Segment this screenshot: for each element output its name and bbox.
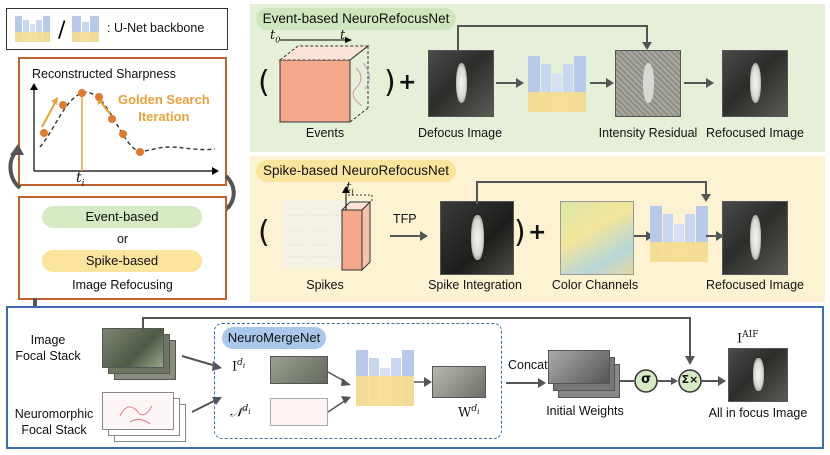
label-spikes: Spikes <box>306 278 344 292</box>
legend-label: : U-Net backbone <box>107 21 205 35</box>
merge-input-image <box>270 356 328 384</box>
all-in-focus-image <box>728 348 788 402</box>
concat-label: Concat <box>508 358 548 372</box>
unet-legend-icon: / <box>15 16 99 43</box>
event-close-paren: ) <box>384 65 396 100</box>
merge-skip-arrow <box>142 317 695 365</box>
refocusing-caption: Image Refocusing <box>72 278 173 292</box>
refocusing-box: Event-based or Spike-based Image Refocus… <box>18 196 227 300</box>
sigma-sum-flow <box>620 369 726 393</box>
event-open-paren: ( <box>258 65 270 100</box>
legend-box: / : U-Net backbone <box>6 8 228 50</box>
unet-event <box>528 56 586 112</box>
spike-close-paren: ) <box>514 215 526 250</box>
arrow-1 <box>496 78 524 88</box>
weight-map-image <box>432 366 486 398</box>
initial-weights-label: Initial Weights <box>546 404 624 418</box>
label-intensity-residual: Intensity Residual <box>598 126 698 140</box>
iaif-label: IAIF <box>737 330 759 347</box>
event-panel-title: Event-based NeuroRefocusNet <box>256 8 456 30</box>
unet-spike <box>650 206 708 262</box>
tfp-arrow <box>390 231 428 241</box>
neuromorphic-focal-stack <box>102 392 192 444</box>
label-defocus-image: Defocus Image <box>417 126 503 140</box>
spike-based-pill: Spike-based <box>42 250 202 272</box>
label-refocused-image-spike: Refocused Image <box>706 278 804 292</box>
label-events: Events <box>305 126 345 140</box>
color-channels-image <box>560 201 634 275</box>
sigma-symbol: σ <box>640 372 652 387</box>
refocused-image-spike <box>722 201 788 275</box>
weighted-sum-symbol: Σ× <box>681 373 699 386</box>
event-volume <box>278 37 370 123</box>
tfp-label: TFP <box>393 212 417 226</box>
or-label: or <box>116 232 129 246</box>
spike-skip-arrow <box>476 181 711 204</box>
initial-weights-stack <box>548 350 628 398</box>
spike-integration-image <box>440 201 514 275</box>
spike-volume <box>282 186 373 272</box>
defocus-image <box>428 50 494 117</box>
merge-in-arrows <box>327 371 351 413</box>
sharpness-title: Reconstructed Sharpness <box>32 67 176 81</box>
golden-search-annotation: Golden Search Iteration <box>118 92 210 124</box>
sharpness-curve <box>30 83 219 175</box>
i-di-label: Idi <box>232 358 246 375</box>
image-focal-stack <box>102 328 182 380</box>
event-ti: ti <box>340 28 348 45</box>
refocused-image-event <box>722 50 788 117</box>
label-color-channels: Color Channels <box>551 278 639 292</box>
spike-panel-title: Spike-based NeuroRefocusNet <box>256 160 456 182</box>
all-in-focus-label: All in focus Image <box>708 406 808 420</box>
n-di-label: 𝒩di <box>230 404 251 421</box>
sharpness-box: Reconstructed Sharpness Golden Search It… <box>18 57 227 189</box>
concat-arrow <box>506 378 546 388</box>
event-t0: t0 <box>270 28 281 45</box>
neuromergenet-title: NeuroMergeNet <box>222 327 326 349</box>
label-refocused-image-event: Refocused Image <box>706 126 804 140</box>
arrow-5 <box>706 231 724 241</box>
event-based-pill: Event-based <box>42 206 202 228</box>
arrow-2 <box>590 78 614 88</box>
spike-plus: + <box>528 220 547 245</box>
arrow-3 <box>684 78 714 88</box>
event-skip-arrow <box>457 25 652 50</box>
spike-open-paren: ( <box>258 215 270 250</box>
sharpness-ti: ti <box>76 170 85 189</box>
intensity-residual <box>615 50 681 117</box>
event-plus: + <box>398 70 417 95</box>
spike-ti: ti <box>346 180 354 197</box>
label-spike-integration: Spike Integration <box>428 278 522 292</box>
unet-merge <box>356 350 414 406</box>
neuromergenet-box <box>214 323 502 439</box>
svg-text:/: / <box>58 18 66 43</box>
w-di-label: Wdi <box>458 404 480 421</box>
arrow-merge-out <box>414 377 432 387</box>
merge-input-neuro <box>270 398 328 426</box>
